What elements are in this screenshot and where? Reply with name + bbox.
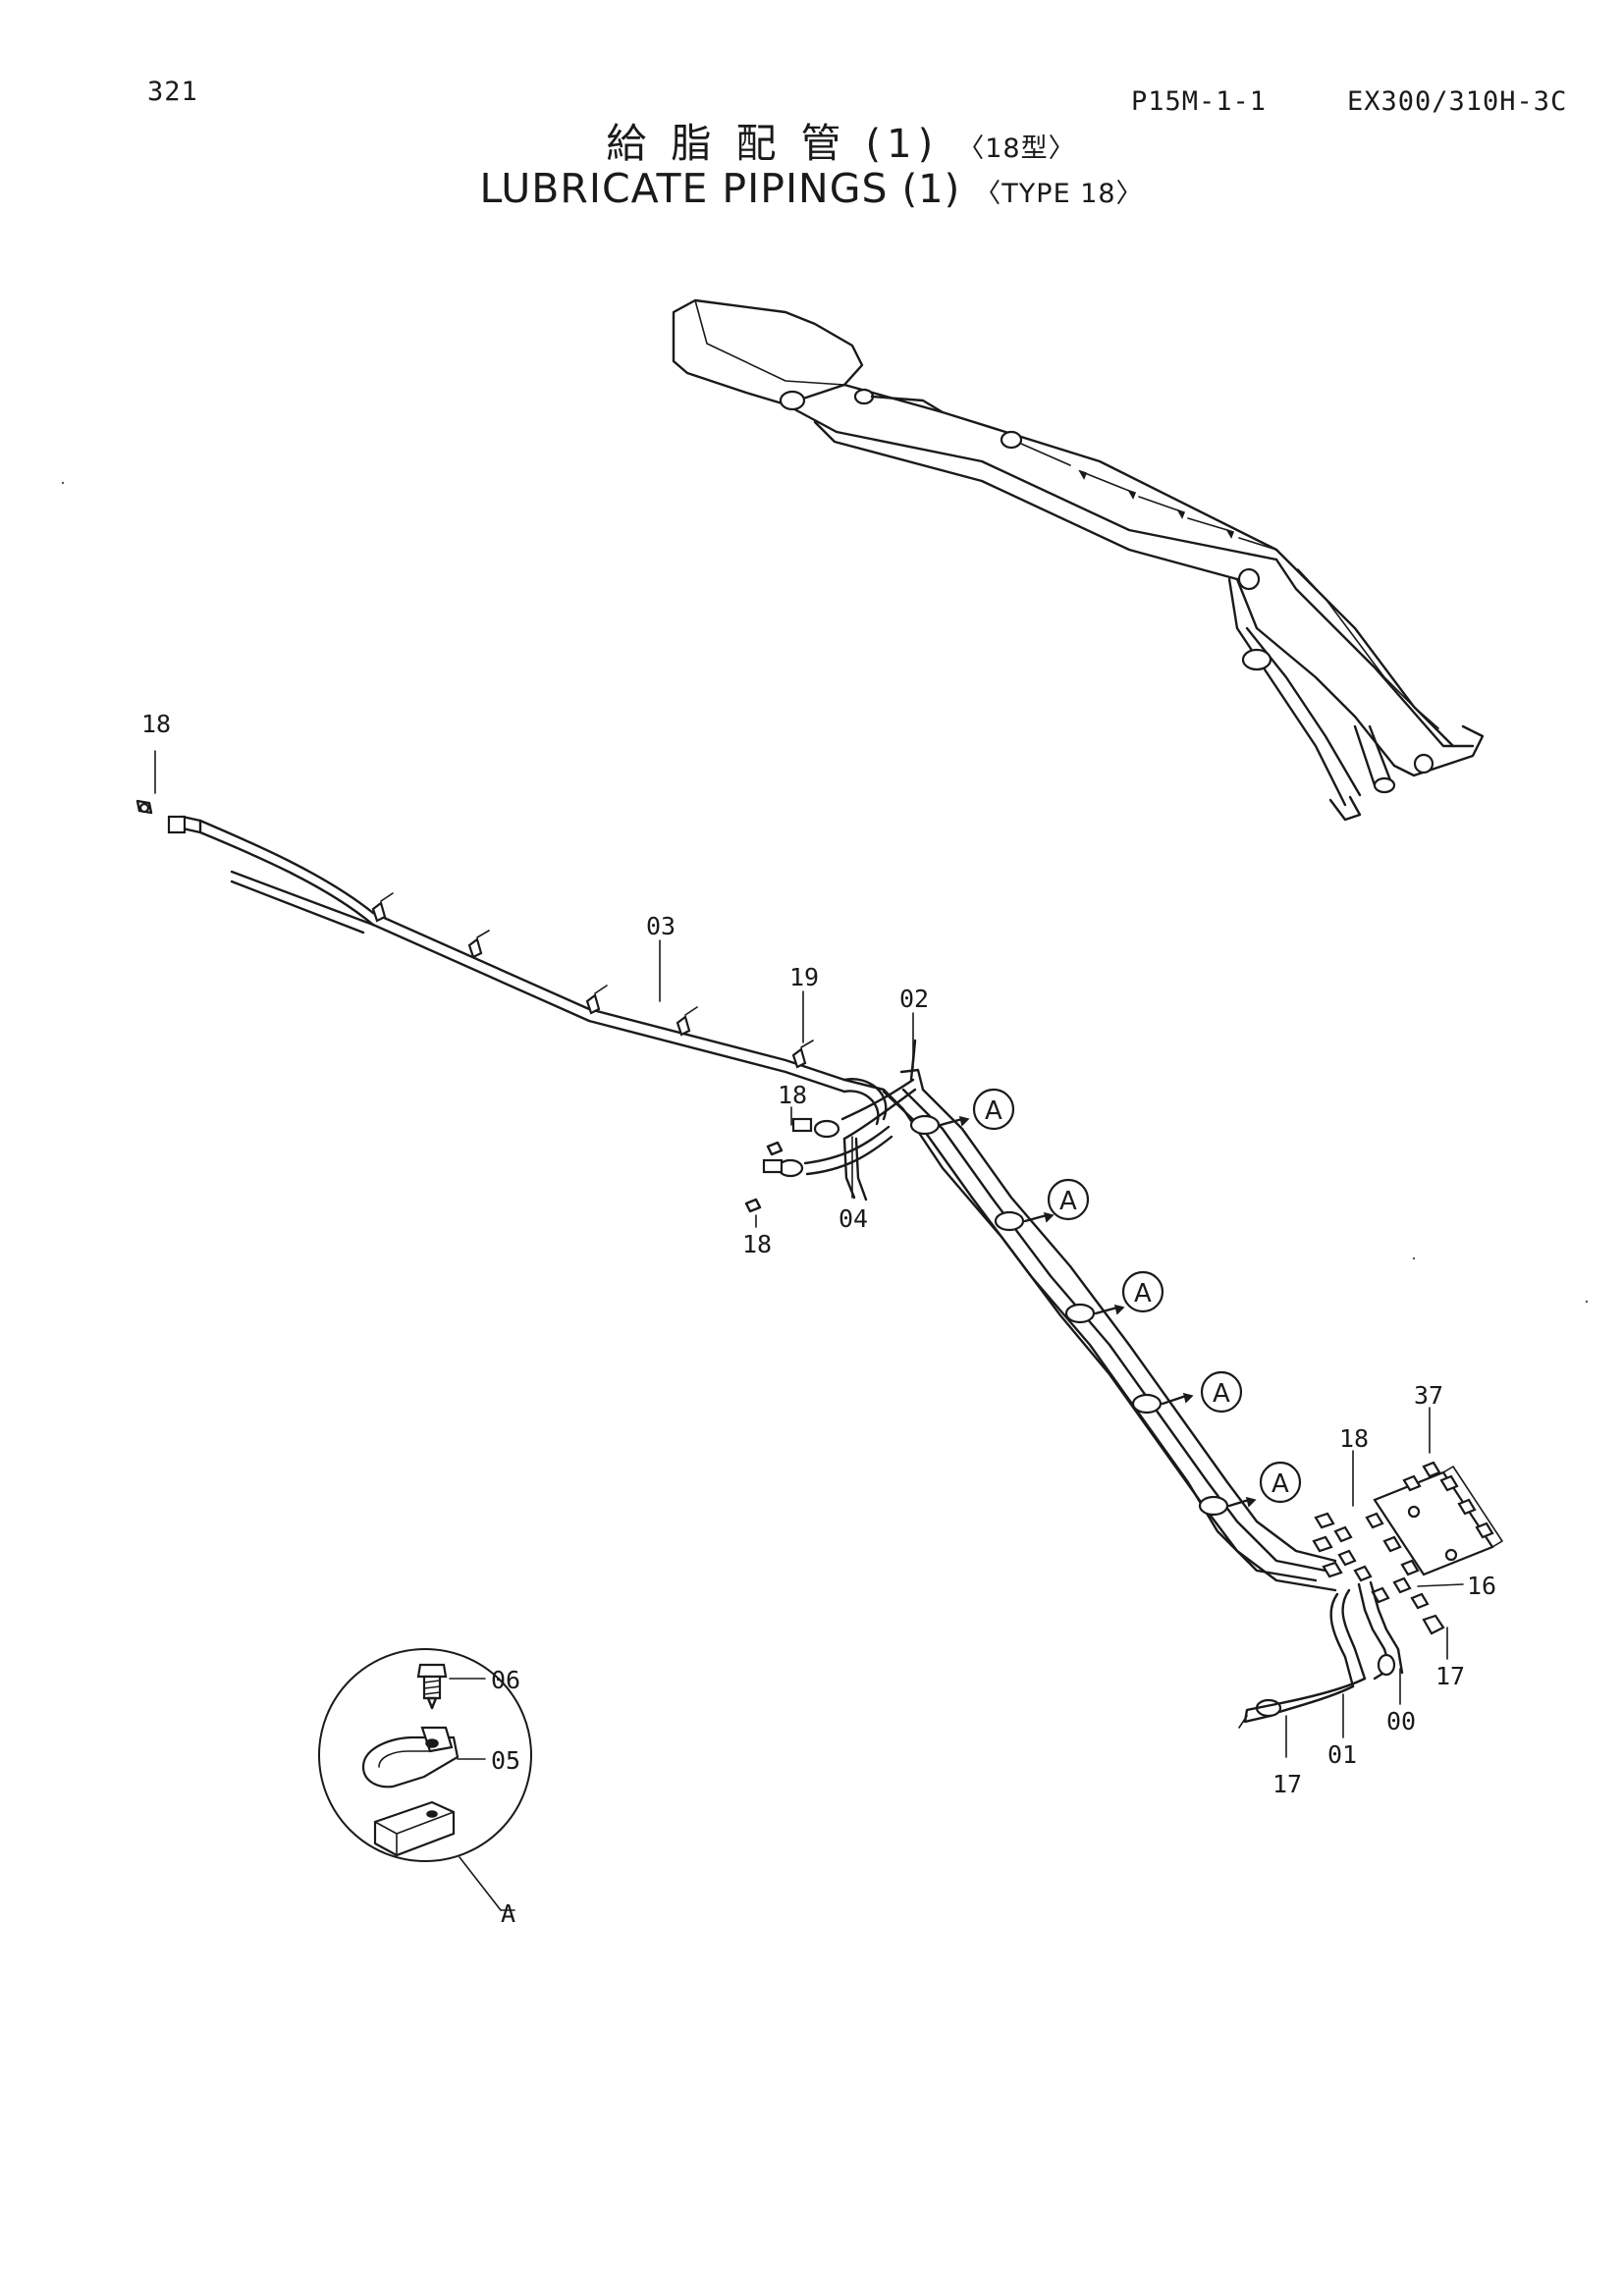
ref-a-label: A [1059, 1187, 1077, 1216]
title-en-type: 〈TYPE 18〉 [974, 179, 1144, 209]
leader-lines [154, 750, 1464, 1758]
callout-02: 02 [899, 985, 929, 1013]
ref-a-label: A [1271, 1469, 1289, 1499]
callout-04: 04 [839, 1204, 868, 1233]
callout-17: 17 [1272, 1770, 1302, 1798]
callout-labels: 18 03 19 02 18 18 04 37 18 16 17 00 01 1… [141, 710, 1496, 1798]
bolt-06 [416, 1663, 448, 1710]
ref-a-circle [1259, 1461, 1302, 1504]
title-jp-paren: (1) [865, 122, 940, 167]
callout-18: 18 [742, 1230, 772, 1258]
block-pad [373, 1800, 456, 1857]
title-en-paren: (1) [901, 167, 961, 212]
title-jp-type: 〈18型〉 [957, 133, 1076, 164]
ref-a-circle [1121, 1270, 1164, 1313]
callout-37: 37 [1414, 1381, 1443, 1410]
title-jp-main: 給 脂 配 管 [606, 120, 847, 167]
ref-a-circle [1047, 1178, 1090, 1221]
title-english: LUBRICATE PIPINGS (1) 〈TYPE 18〉 [0, 165, 1623, 212]
callout-18: 18 [778, 1081, 807, 1109]
callout-00: 00 [1386, 1707, 1416, 1735]
ref-a-label: A [985, 1096, 1002, 1126]
callout-17: 17 [1435, 1662, 1465, 1690]
detail-callout-05: 05 [491, 1746, 520, 1775]
detail-label-a: A [501, 1899, 515, 1928]
clamp-05 [361, 1726, 460, 1789]
reference-markers: A A A A A [972, 1088, 1302, 1504]
distribution-block [1238, 1461, 1503, 1729]
ref-a-circle [1200, 1370, 1243, 1414]
callout-16: 16 [1467, 1572, 1496, 1600]
page-number: 321 [147, 77, 198, 107]
ref-a-circle [972, 1088, 1015, 1131]
ref-a-label: A [1134, 1279, 1152, 1308]
main-hose-run [135, 799, 1337, 1592]
page-code: P15M-1-1 [1131, 86, 1268, 117]
ref-a-label: A [1213, 1379, 1230, 1409]
callout-03: 03 [646, 912, 676, 940]
scan-specks [61, 481, 1589, 1304]
title-japanese: 給 脂 配 管 (1) 〈18型〉 [0, 110, 1623, 169]
callout-19: 19 [789, 963, 819, 991]
model-number: EX300/310H-3C [1347, 86, 1568, 117]
boom-arm-assembly [672, 298, 1485, 822]
title-en-main: LUBRICATE PIPINGS [479, 165, 889, 212]
callout-18: 18 [1339, 1424, 1369, 1453]
callout-18: 18 [141, 710, 171, 738]
detail-callout-06: 06 [491, 1666, 520, 1694]
callout-01: 01 [1327, 1740, 1357, 1769]
detail-a-inset: A 06 05 [318, 1648, 532, 1928]
